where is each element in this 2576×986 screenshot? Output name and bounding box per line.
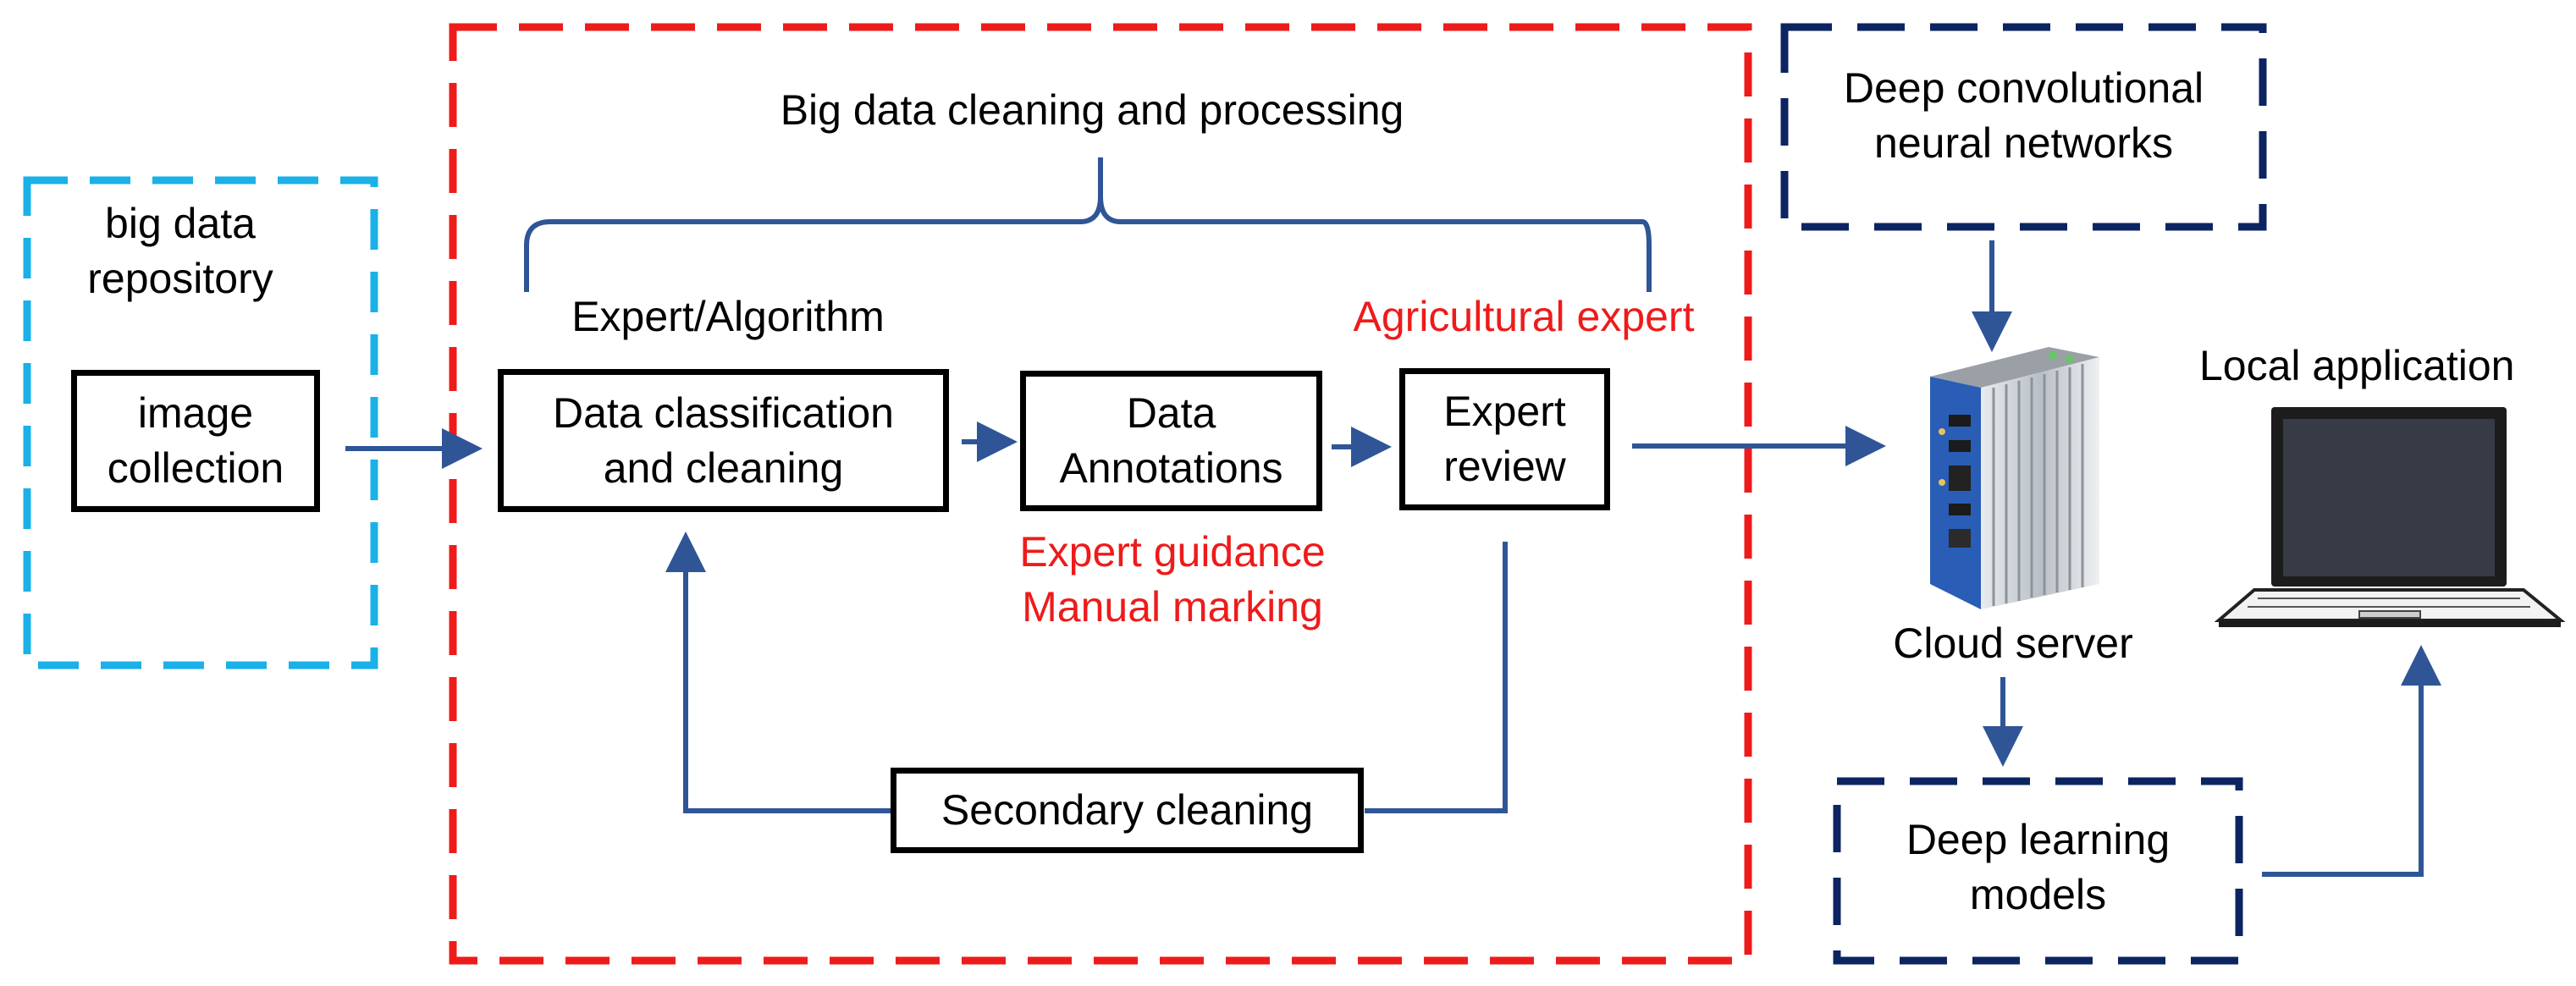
repository-title: big data repository bbox=[87, 200, 273, 302]
expert-guidance-label: Expert guidance Manual marking bbox=[1019, 528, 1326, 631]
repository-region bbox=[23, 176, 378, 669]
expert-review-box: Expert review bbox=[1399, 368, 1610, 510]
data-classification-box: Data classification and cleaning bbox=[498, 369, 949, 512]
dcnn-label: Deep convolutional neural networks bbox=[1843, 64, 2204, 167]
laptop-icon bbox=[2214, 407, 2565, 627]
data-annotations-box: Data Annotations bbox=[1020, 371, 1322, 511]
image-collection-box: image collection bbox=[71, 370, 320, 512]
arrow-models-to-local-app bbox=[2262, 645, 2441, 877]
dl-models-label: Deep learning models bbox=[1906, 816, 2171, 918]
dcnn-region bbox=[1780, 23, 2267, 231]
server-icon bbox=[1930, 347, 2099, 609]
local-application-label: Local application bbox=[2199, 342, 2515, 389]
agricultural-expert-label: Agricultural expert bbox=[1353, 293, 1695, 340]
secondary-cleaning-box: Secondary cleaning bbox=[891, 768, 1364, 853]
line-review-to-secondary bbox=[1365, 542, 1508, 813]
arrow-secondary-to-classification bbox=[665, 532, 894, 813]
cloud-server-label: Cloud server bbox=[1893, 620, 2133, 667]
processing-region bbox=[449, 23, 1752, 965]
processing-brace bbox=[524, 157, 1652, 292]
processing-title: Big data cleaning and processing bbox=[780, 86, 1404, 134]
expert-algorithm-label: Expert/Algorithm bbox=[571, 293, 885, 340]
